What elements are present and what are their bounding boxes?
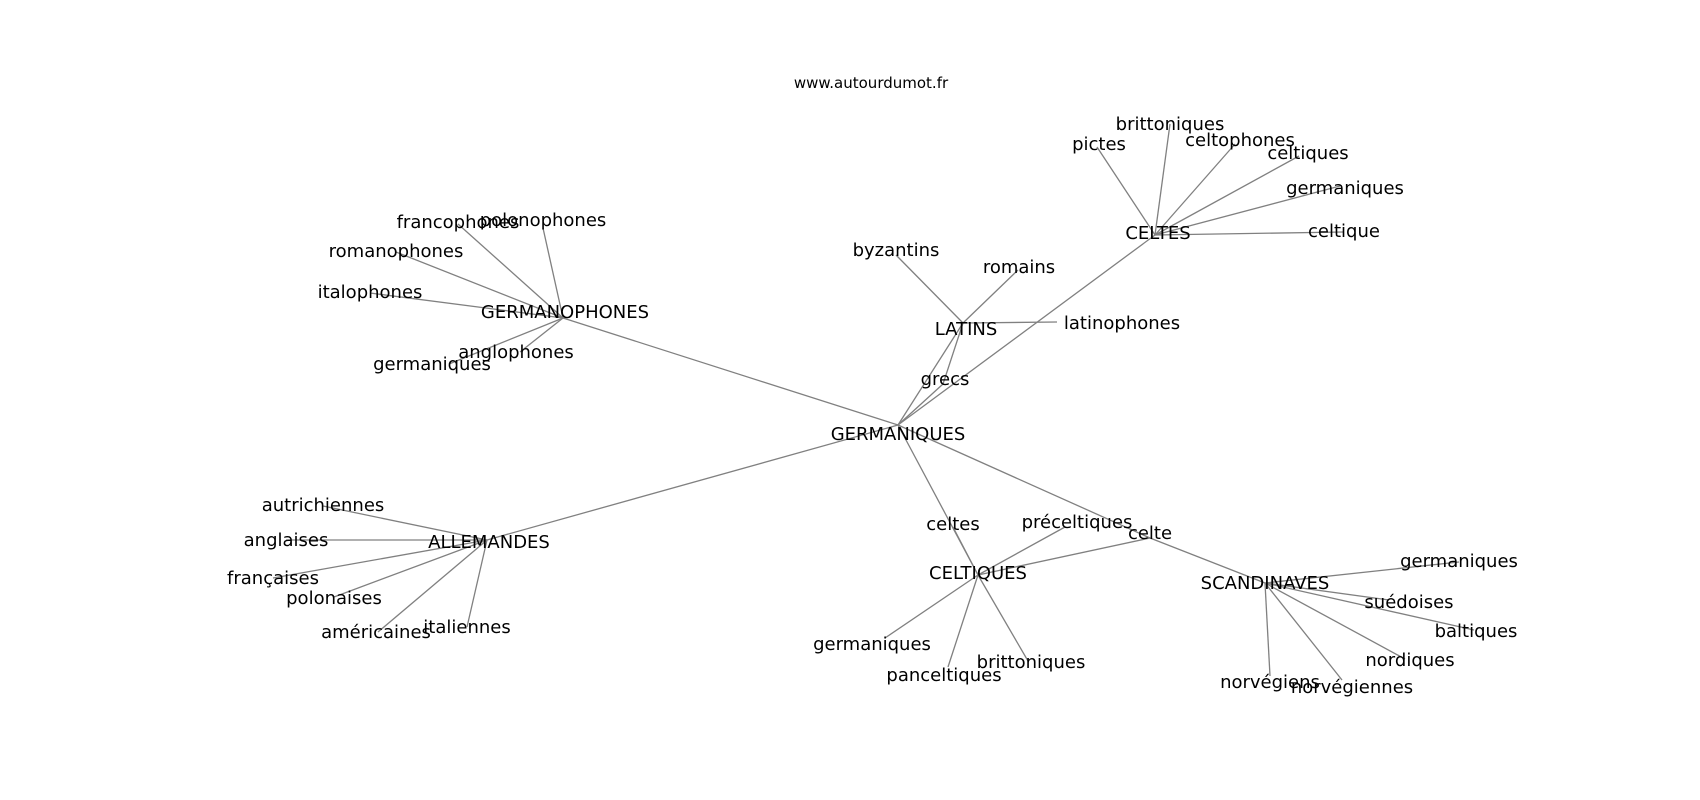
watermark-text: www.autourdumot.fr	[794, 74, 949, 92]
edge-scandinaves-norvegiens	[1264, 582, 1271, 677]
node-label-romanophones: romanophones	[329, 241, 464, 262]
node-label-celtes_leaf: celtes	[926, 514, 979, 535]
node-label-germaniques_celtiques: germaniques	[813, 634, 931, 655]
node-label-celtes_hub: CELTES	[1125, 223, 1190, 244]
edge-germanophones-anglophones	[519, 317, 564, 353]
labels-group: GERMANIQUES GERMANOPHONES ALLEMANDES LATINS…	[227, 114, 1518, 698]
edges-group	[272, 123, 1475, 681]
node-label-romains: romains	[983, 257, 1055, 278]
edge-germaniques_center-celtes_hub	[897, 234, 1156, 426]
edge-celtes_hub-brittoniques_celtes	[1154, 123, 1171, 236]
node-label-byzantins: byzantins	[853, 240, 940, 261]
node-label-francaises: françaises	[227, 568, 319, 589]
node-label-baltiques: baltiques	[1435, 621, 1518, 642]
node-label-anglophones: anglophones	[458, 342, 574, 363]
edge-allemandes-italiennes	[466, 539, 488, 628]
edge-latins-romains	[962, 269, 1019, 324]
node-label-pictes: pictes	[1072, 134, 1126, 155]
node-label-germanophones: GERMANOPHONES	[481, 302, 649, 323]
edge-germaniques_center-grecs	[897, 383, 944, 426]
edge-celtiques_hub-germaniques_celtiques	[884, 574, 979, 639]
edge-celtes_hub-celtique	[1154, 231, 1344, 236]
node-label-latins: LATINS	[935, 319, 998, 340]
edge-allemandes-francaises	[272, 539, 488, 579]
node-label-germaniques_center: GERMANIQUES	[831, 424, 966, 445]
node-label-celtique: celtique	[1308, 221, 1380, 242]
edge-allemandes-polonaises	[333, 539, 488, 598]
edge-celtiques_hub-celtes_leaf	[952, 526, 979, 576]
edge-celtes_hub-celtophones	[1154, 143, 1236, 236]
node-label-germaniques_celtes: germaniques	[1286, 178, 1404, 199]
node-label-grecs: grecs	[921, 369, 970, 390]
edge-germaniques_center-germanophones	[562, 317, 899, 426]
edge-allemandes-americaines	[377, 539, 488, 633]
node-label-brittoniques_celtiques: brittoniques	[977, 652, 1086, 673]
edge-celtiques_hub-preceltiques	[977, 526, 1066, 576]
node-label-autrichiennes: autrichiennes	[262, 495, 385, 516]
edge-scandinaves-norvegiennes	[1264, 582, 1343, 681]
node-label-panceltiques: panceltiques	[886, 665, 1001, 686]
node-label-americaines: américaines	[321, 622, 431, 643]
edge-germaniques_center-celte	[897, 424, 1151, 539]
node-label-scandinaves: SCANDINAVES	[1201, 573, 1330, 594]
edge-scandinaves-suedoises	[1264, 582, 1390, 601]
node-label-italophones: italophones	[318, 282, 423, 303]
node-label-celtiques_leaf: celtiques	[1267, 143, 1348, 164]
node-label-latinophones: latinophones	[1064, 313, 1180, 334]
edge-scandinaves-germaniques_scand	[1264, 561, 1460, 584]
edge-scandinaves-baltiques	[1264, 582, 1475, 631]
edge-latins-latinophones	[962, 321, 1058, 324]
node-label-allemandes: ALLEMANDES	[428, 532, 550, 553]
node-label-polonophones: polonophones	[480, 210, 607, 231]
node-label-preceltiques: préceltiques	[1022, 512, 1133, 533]
edge-germaniques_center-latins	[897, 322, 964, 426]
node-label-nordiques: nordiques	[1365, 650, 1454, 671]
edge-latins-grecs	[942, 322, 964, 385]
edge-germaniques_center-allemandes	[486, 424, 899, 541]
edge-germanophones-francophones	[457, 223, 564, 319]
edge-celtiques_hub-panceltiques	[947, 574, 979, 668]
edge-celtiques_hub-celte	[977, 537, 1151, 576]
edge-celtiques_hub-brittoniques_celtiques	[977, 574, 1029, 662]
node-label-germaniques_scand: germaniques	[1400, 551, 1518, 572]
node-label-brittoniques_celtes: brittoniques	[1116, 114, 1225, 135]
edge-germanophones-romanophones	[395, 251, 564, 319]
node-label-norvegiennes: norvégiennes	[1291, 677, 1413, 698]
edge-germanophones-polonophones	[542, 227, 564, 319]
node-label-germaniques_gph: germaniques	[373, 354, 491, 375]
edge-celtes_hub-germaniques_celtes	[1154, 185, 1341, 236]
node-label-celte: celte	[1128, 523, 1172, 544]
edge-allemandes-autrichiennes	[322, 505, 488, 541]
node-label-polonaises: polonaises	[286, 588, 382, 609]
node-label-norvegiens: norvégiens	[1220, 672, 1320, 693]
edge-latins-byzantins	[895, 254, 964, 324]
node-label-francophones: francophones	[397, 212, 520, 233]
edge-germanophones-germaniques_gph	[448, 317, 564, 365]
edge-scandinaves-nordiques	[1264, 582, 1406, 660]
node-label-anglaises: anglaises	[244, 530, 329, 551]
node-label-celtophones: celtophones	[1185, 130, 1295, 151]
node-label-celtiques_hub: CELTIQUES	[929, 563, 1027, 584]
node-label-suedoises: suédoises	[1364, 592, 1453, 613]
edge-celtes_hub-celtiques_leaf	[1154, 155, 1300, 236]
edge-celte-scandinaves	[1149, 537, 1266, 584]
edge-germanophones-italophones	[369, 292, 564, 319]
edge-celtes_hub-pictes	[1096, 146, 1156, 236]
node-label-italiennes: italiennes	[423, 617, 510, 638]
